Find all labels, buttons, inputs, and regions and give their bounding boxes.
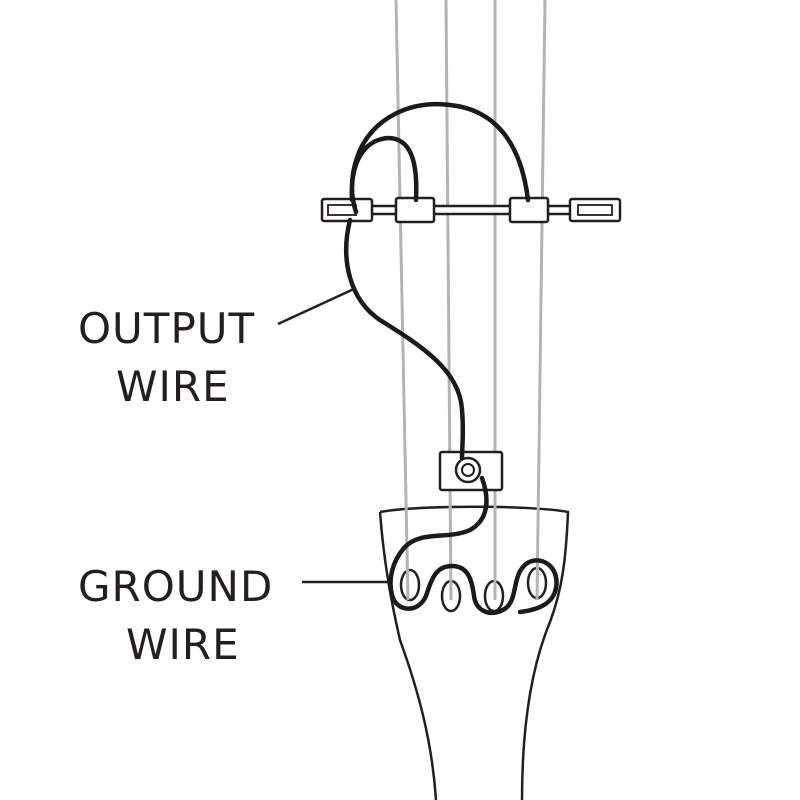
leader-lines bbox=[277, 286, 390, 584]
ground-wire-label-line1: GROUND bbox=[78, 562, 274, 611]
output-wire-label-line1: OUTPUT bbox=[78, 304, 256, 353]
pickup-bar bbox=[320, 196, 622, 224]
output-wire-top-loop bbox=[349, 101, 531, 215]
output-jack bbox=[438, 450, 504, 492]
output-wire-inner-loop bbox=[349, 135, 419, 203]
ground-wire-weave bbox=[389, 558, 559, 616]
tuner-hole-1 bbox=[399, 568, 421, 602]
string-d bbox=[444, 0, 453, 601]
output-wire-label-line2: WIRE bbox=[116, 362, 230, 411]
tailpiece-outline bbox=[378, 505, 570, 800]
output-wire bbox=[344, 101, 531, 461]
output-wire-s-curve bbox=[344, 217, 466, 461]
pickup-right-end-inner bbox=[577, 204, 613, 216]
output-wire-leader bbox=[277, 286, 357, 326]
jack-ring-inner bbox=[461, 463, 475, 477]
ground-wire bbox=[388, 475, 559, 616]
strings bbox=[394, 0, 547, 601]
pickup-left-end bbox=[320, 197, 374, 223]
pickup-bar-rail bbox=[348, 204, 608, 216]
ground-wire-from-jack bbox=[388, 475, 489, 598]
string-g bbox=[394, 0, 410, 601]
string-e bbox=[535, 0, 547, 601]
ground-wire-label-line2: WIRE bbox=[126, 620, 240, 669]
